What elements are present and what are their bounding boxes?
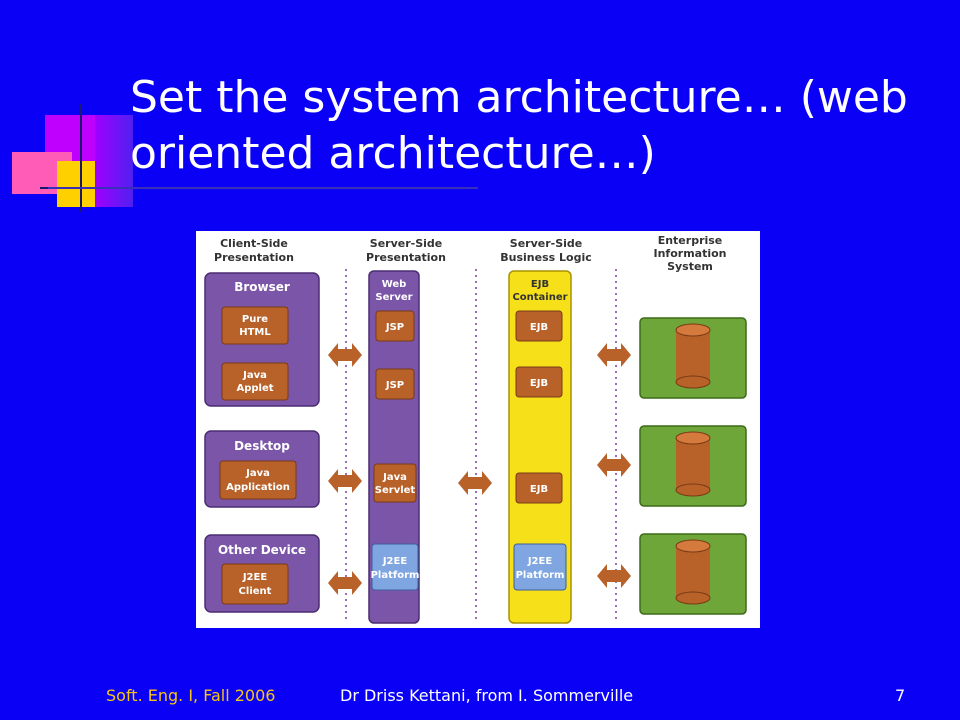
component-ejb-1: EJB <box>515 310 563 342</box>
slide-title-line-2: oriented architecture…) <box>130 128 656 179</box>
arrow-client-web-2 <box>328 469 362 493</box>
eis-panel-1 <box>639 317 747 399</box>
tier-web-line1: Server-Side <box>370 237 442 250</box>
eis-panel-3 <box>639 533 747 615</box>
web-server-line2: Server <box>375 292 412 303</box>
footer-author: Dr Driss Kettani, from I. Sommerville <box>340 686 634 705</box>
java-applet-line1: Java <box>242 370 267 381</box>
desktop-label: Desktop <box>234 439 290 453</box>
decor-violet-strip <box>95 115 133 207</box>
desktop-panel: Desktop Java Application <box>204 430 320 508</box>
component-ejb-3: EJB <box>515 472 563 504</box>
component-java-application: Java Application <box>219 460 297 500</box>
other-device-panel: Other Device J2EE Client <box>204 534 320 613</box>
title-underline <box>48 187 478 189</box>
tier-web-line2: Presentation <box>366 251 446 264</box>
java-applet-line2: Applet <box>236 383 273 394</box>
tier-separators <box>345 269 617 621</box>
tier-ejb-line2: Business Logic <box>500 251 591 264</box>
tier-ejb-line1: Server-Side <box>510 237 582 250</box>
other-device-label: Other Device <box>218 543 306 557</box>
slide-title: Set the system architecture… (web orient… <box>130 70 930 182</box>
component-java-servlet: Java Servlet <box>373 463 417 503</box>
component-java-applet: Java Applet <box>221 362 289 401</box>
footer-course: Soft. Eng. I, Fall 2006 <box>106 686 276 705</box>
component-ejb-2: EJB <box>515 366 563 398</box>
eis-panel-2 <box>639 425 747 507</box>
decor-vertical-line <box>80 104 82 212</box>
ejb-container-line2: Container <box>512 292 567 303</box>
tier-eis-line2: Information <box>654 247 727 260</box>
tier-eis-line3: System <box>667 260 713 273</box>
java-servlet-line2: Servlet <box>375 485 416 496</box>
component-j2ee-platform-web: J2EE Platform <box>371 543 420 591</box>
arrow-ejb-eis-1 <box>597 343 631 367</box>
jsp-2-label: JSP <box>385 380 404 391</box>
component-j2ee-platform-ejb: J2EE Platform <box>513 543 567 591</box>
slide-title-line-1: Set the system architecture… (web <box>130 72 908 123</box>
database-icon <box>675 539 711 605</box>
java-application-line1: Java <box>245 468 270 479</box>
web-server-column: Web Server JSP JSP Java Servlet J2EE Pla… <box>368 270 420 624</box>
tier-header-server-presentation: Server-Side Presentation <box>366 237 446 264</box>
tier-client-line1: Client-Side <box>220 237 288 250</box>
component-jsp-2: JSP <box>375 368 415 400</box>
architecture-diagram: Client-Side Presentation Server-Side Pre… <box>196 231 760 628</box>
browser-label: Browser <box>234 280 290 294</box>
database-icon <box>675 431 711 497</box>
arrow-client-web-3 <box>328 571 362 595</box>
component-jsp-1: JSP <box>375 310 415 342</box>
browser-panel: Browser Pure HTML Java Applet <box>204 272 320 407</box>
page-number: 7 <box>895 686 906 705</box>
arrow-web-ejb <box>458 471 492 495</box>
tier-header-eis: Enterprise Information System <box>654 234 727 273</box>
jsp-1-label: JSP <box>385 322 404 333</box>
arrow-ejb-eis-2 <box>597 453 631 477</box>
j2ee-client-line1: J2EE <box>242 572 268 583</box>
java-servlet-line1: Java <box>382 472 407 483</box>
ejb-container-line1: EJB <box>531 279 549 290</box>
ejb-3-label: EJB <box>530 484 548 495</box>
pure-html-line2: HTML <box>239 327 271 338</box>
tier-header-client: Client-Side Presentation <box>214 237 294 264</box>
database-icon <box>675 323 711 389</box>
java-application-line2: Application <box>226 482 290 493</box>
ejb-2-label: EJB <box>530 378 548 389</box>
j2ee-platform-ejb-line1: J2EE <box>527 556 553 567</box>
j2ee-platform-web-line2: Platform <box>371 570 420 581</box>
component-j2ee-client: J2EE Client <box>221 563 289 605</box>
tier-client-line2: Presentation <box>214 251 294 264</box>
j2ee-platform-web-line1: J2EE <box>382 556 408 567</box>
j2ee-client-line2: Client <box>239 586 272 597</box>
ejb-1-label: EJB <box>530 322 548 333</box>
component-pure-html: Pure HTML <box>221 306 289 345</box>
arrow-ejb-eis-3 <box>597 564 631 588</box>
pure-html-line1: Pure <box>242 314 268 325</box>
tier-header-business-logic: Server-Side Business Logic <box>500 237 591 264</box>
web-server-line1: Web <box>382 279 407 290</box>
tier-eis-line1: Enterprise <box>658 234 723 247</box>
ejb-container-column: EJB Container EJB EJB EJB J2EE Platform <box>508 270 572 624</box>
j2ee-platform-ejb-line2: Platform <box>516 570 565 581</box>
arrow-client-web-1 <box>328 343 362 367</box>
